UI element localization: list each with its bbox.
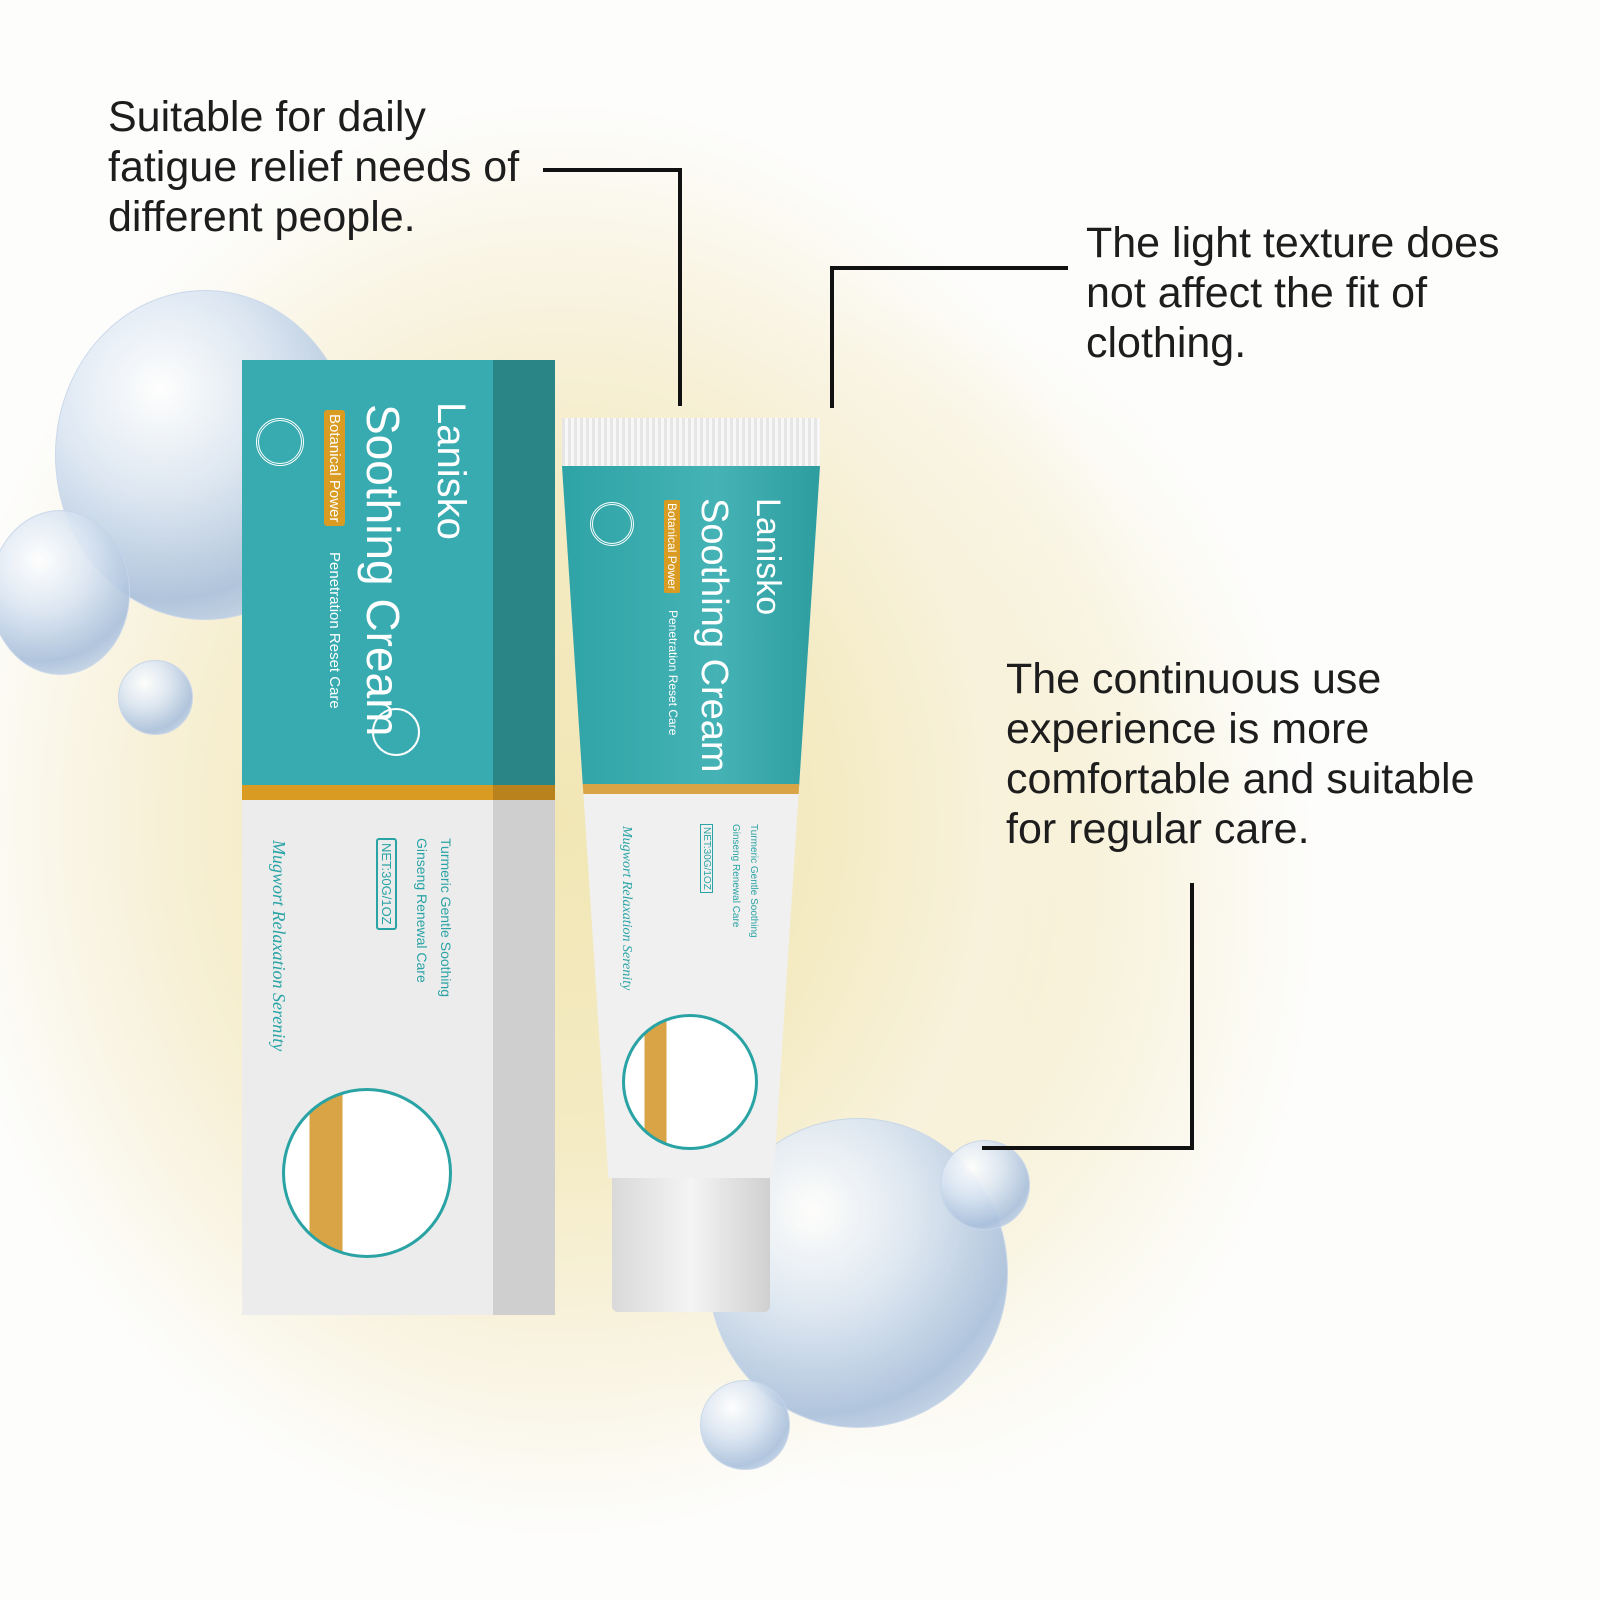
- tube-cap: [612, 1178, 770, 1312]
- leader-line: [830, 266, 834, 408]
- skin-diagram-icon: [282, 1088, 452, 1258]
- tube-tagline: Penetration Reset Care: [666, 610, 680, 736]
- tube-brand-name: Lanisko: [749, 498, 787, 616]
- target-icon: [372, 708, 420, 756]
- product-box: Lanisko Soothing Cream Botanical Power P…: [242, 360, 555, 1315]
- leader-line: [678, 168, 682, 406]
- box-front: Lanisko Soothing Cream Botanical Power P…: [242, 360, 493, 1315]
- callout-line: Suitable for daily: [108, 93, 426, 141]
- net-weight: NET:30G/1OZ: [376, 838, 397, 930]
- callout-line: comfortable and suitable: [1006, 755, 1475, 803]
- callout-daily-relief: Suitable for daily fatigue relief needs …: [108, 92, 519, 242]
- feature-1: Turmeric Gentle Soothing: [438, 838, 454, 997]
- callout-continuous-use: The continuous use experience is more co…: [1006, 654, 1475, 854]
- script-line: Mugwort Relaxation Serenity: [269, 840, 289, 1052]
- tube-feature-2: Ginseng Renewal Care: [730, 824, 741, 928]
- callout-light-texture: The light texture does not affect the fi…: [1086, 218, 1500, 368]
- leader-line: [1190, 883, 1194, 1150]
- tube-skin-diagram-icon: [622, 1014, 758, 1150]
- tube-feature-1: Turmeric Gentle Soothing: [748, 824, 759, 938]
- callout-line: clothing.: [1086, 319, 1247, 367]
- water-bubble: [118, 660, 193, 735]
- tube-product-name: Soothing Cream: [693, 498, 735, 773]
- wave-logo-icon: [256, 418, 304, 466]
- callout-line: for regular care.: [1006, 805, 1310, 853]
- callout-line: experience is more: [1006, 705, 1370, 753]
- water-bubble: [700, 1380, 790, 1470]
- callout-line: The continuous use: [1006, 655, 1382, 703]
- tube-wave-logo-icon: [590, 502, 634, 546]
- feature-2: Ginseng Renewal Care: [414, 838, 430, 983]
- callout-line: The light texture does: [1086, 219, 1500, 267]
- water-bubble: [940, 1140, 1030, 1230]
- tube-script-line: Mugwort Relaxation Serenity: [619, 826, 634, 991]
- callout-line: not affect the fit of: [1086, 269, 1428, 317]
- tube-net-weight: NET:30G/1OZ: [700, 824, 713, 893]
- brand-name: Lanisko: [429, 402, 473, 540]
- callout-line: fatigue relief needs of: [108, 143, 520, 191]
- water-bubble: [0, 510, 130, 675]
- badge: Botanical Power: [324, 410, 345, 527]
- box-side: [493, 360, 555, 1315]
- leader-line: [830, 266, 1068, 270]
- leader-line: [543, 168, 682, 172]
- product-name: Soothing Cream: [357, 404, 409, 737]
- callout-line: different people.: [108, 193, 416, 241]
- tube-crimp: [562, 418, 820, 466]
- tagline: Penetration Reset Care: [326, 552, 343, 709]
- tube-badge: Botanical Power: [664, 500, 680, 593]
- leader-line: [982, 1146, 1194, 1150]
- product-tube: Lanisko Soothing Cream Botanical Power P…: [562, 418, 820, 1178]
- tube-body: Lanisko Soothing Cream Botanical Power P…: [562, 466, 820, 1178]
